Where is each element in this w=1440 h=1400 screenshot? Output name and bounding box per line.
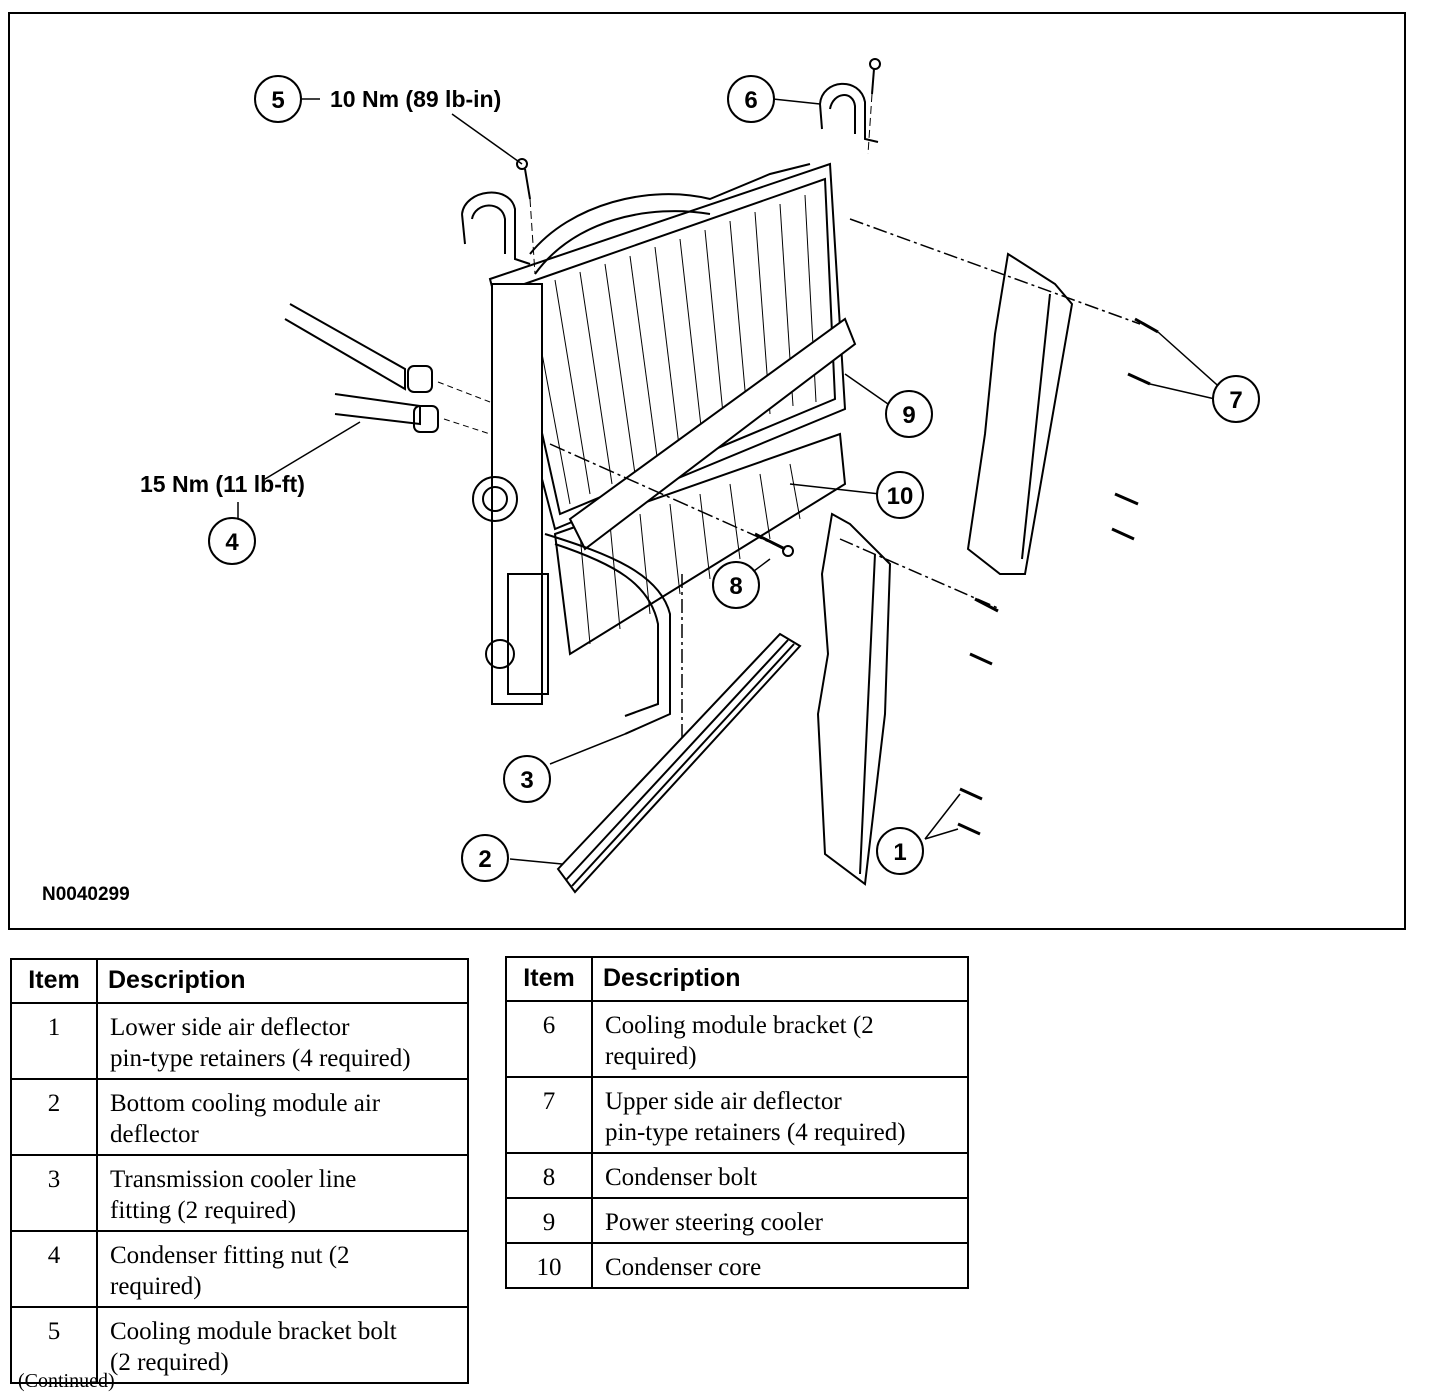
callout-7-circle	[1212, 375, 1260, 423]
row-item: 10	[505, 1242, 593, 1289]
table-header-row: Item Description	[505, 956, 969, 1002]
desc-line-2: deflector	[110, 1121, 199, 1148]
desc-line-1: Condenser fitting nut (2	[110, 1242, 350, 1269]
callout-5: 5	[271, 87, 284, 114]
row-description: Cooling module bracket (2 required)	[591, 1000, 969, 1078]
callout-1-circle	[876, 827, 924, 875]
exploded-diagram: 5 6 7 9 10 8 4 3 2 1 10 Nm (89 lb-in) 15…	[8, 12, 1406, 930]
row-description: Condenser core	[591, 1242, 969, 1289]
desc-line-1: Upper side air deflector	[605, 1088, 842, 1115]
desc-line-1: Cooling module bracket (2	[605, 1012, 874, 1039]
callout-4: 4	[225, 529, 239, 556]
desc-line-2: fitting (2 required)	[110, 1197, 297, 1224]
row-item: 5	[10, 1306, 98, 1384]
callout-5-circle	[254, 75, 302, 123]
torque-label-5: 10 Nm (89 lb-in)	[330, 86, 501, 112]
bottom-air-deflector	[556, 632, 802, 894]
table-row: 3 Transmission cooler line fitting (2 req…	[10, 1154, 469, 1232]
desc-line-1: Lower side air deflector	[110, 1014, 350, 1041]
row-description: Power steering cooler	[591, 1197, 969, 1244]
header-description: Description	[96, 958, 469, 1004]
torque-label-4: 15 Nm (11 lb-ft)	[140, 471, 305, 497]
callout-9: 9	[902, 402, 915, 429]
callout-4-circle	[208, 517, 256, 565]
desc-line-2: (2 required)	[110, 1349, 229, 1376]
row-item: 2	[10, 1078, 98, 1156]
row-item: 7	[505, 1076, 593, 1154]
callout-6: 6	[744, 87, 757, 114]
callout-10: 10	[887, 483, 914, 510]
table-row: 6 Cooling module bracket (2 required)	[505, 1000, 969, 1078]
row-description: Upper side air deflector pin-type retaine…	[591, 1076, 969, 1154]
callout-2-circle	[461, 834, 509, 882]
row-description: Bottom cooling module air deflector	[96, 1078, 469, 1156]
desc-line-1: Bottom cooling module air	[110, 1090, 381, 1117]
condenser-bolt	[549, 443, 794, 557]
desc-line-2: required)	[110, 1273, 202, 1300]
bracket-bolts	[516, 58, 881, 275]
callout-3-circle	[503, 755, 551, 803]
row-item: 6	[505, 1000, 593, 1078]
callout-3: 3	[520, 767, 533, 794]
callout-10-circle	[876, 471, 924, 519]
table-row: 8 Condenser bolt	[505, 1152, 969, 1199]
figure-code: N0040299	[42, 884, 130, 905]
callout-1: 1	[893, 839, 906, 866]
callout-2: 2	[478, 846, 491, 873]
table-row: 9 Power steering cooler	[505, 1197, 969, 1244]
desc-line-1: Cooling module bracket bolt	[110, 1318, 397, 1345]
row-item: 3	[10, 1154, 98, 1232]
header-item: Item	[505, 956, 593, 1002]
parts-table-left: Item Description 1 Lower side air deflec…	[10, 958, 469, 1384]
table-row: 7 Upper side air deflector pin-type retai…	[505, 1076, 969, 1154]
condenser-assembly	[472, 162, 857, 744]
leader-lines	[237, 98, 1226, 865]
callout-8: 8	[729, 573, 742, 600]
row-description: Condenser fitting nut (2 required)	[96, 1230, 469, 1308]
table-row: 1 Lower side air deflector pin-type retai…	[10, 1002, 469, 1080]
table-header-row: Item Description	[10, 958, 469, 1004]
parts-table-right: Item Description 6 Cooling module bracke…	[505, 956, 969, 1289]
table-row: 4 Condenser fitting nut (2 required)	[10, 1230, 469, 1308]
continued-note: (Continued)	[18, 1370, 115, 1392]
lower-side-air-deflector	[816, 512, 1001, 886]
row-description: Transmission cooler line fitting (2 requi…	[96, 1154, 469, 1232]
upper-side-air-deflector	[849, 218, 1159, 575]
table-row: 2 Bottom cooling module air deflector	[10, 1078, 469, 1156]
row-item: 8	[505, 1152, 593, 1199]
table-row: 5 Cooling module bracket bolt (2 required…	[10, 1306, 469, 1384]
callout-8-circle	[712, 561, 760, 609]
row-description: Lower side air deflector pin-type retaine…	[96, 1002, 469, 1080]
row-item: 9	[505, 1197, 593, 1244]
cooling-module-bracket	[461, 82, 879, 265]
row-description: Condenser bolt	[591, 1152, 969, 1199]
desc-line-2: pin-type retainers (4 required)	[605, 1119, 906, 1146]
table-row: 10 Condenser core	[505, 1242, 969, 1289]
row-item: 1	[10, 1002, 98, 1080]
desc-line-2: pin-type retainers (4 required)	[110, 1045, 411, 1072]
diagram-svg: 5 6 7 9 10 8 4 3 2 1 10 Nm (89 lb-in) 15…	[42, 58, 1260, 905]
row-description: Cooling module bracket bolt (2 required)	[96, 1306, 469, 1384]
desc-line-1: Transmission cooler line	[110, 1166, 357, 1193]
desc-line-2: required)	[605, 1043, 697, 1070]
header-description: Description	[591, 956, 969, 1002]
callout-7: 7	[1229, 387, 1242, 414]
header-item: Item	[10, 958, 98, 1004]
callout-9-circle	[885, 390, 933, 438]
callout-6-circle	[727, 75, 775, 123]
row-item: 4	[10, 1230, 98, 1308]
condenser-fittings	[284, 303, 491, 435]
